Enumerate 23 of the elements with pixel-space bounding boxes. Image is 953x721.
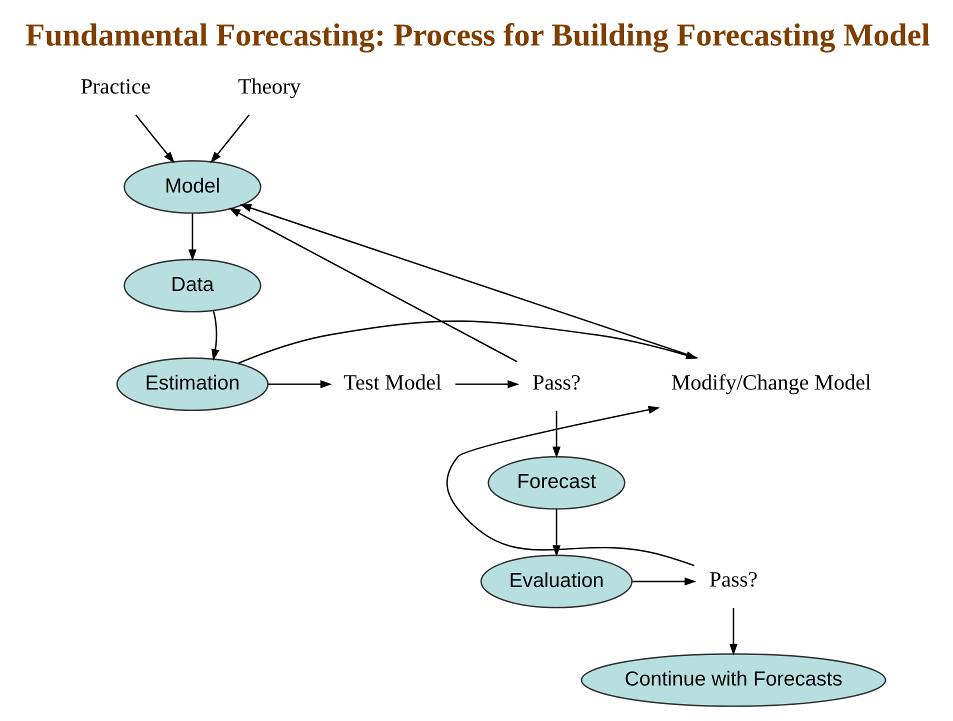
node-ellipse: Continue with Forecasts [580, 652, 886, 706]
arrow [632, 576, 696, 586]
node-ellipse: Data [124, 258, 262, 312]
arrow [455, 380, 520, 388]
arrow [552, 410, 561, 458]
node-text: Theory [238, 74, 301, 98]
node-ellipse: Evaluation [480, 554, 633, 608]
arrow [211, 310, 220, 360]
node-ellipse: Forecast [488, 456, 626, 510]
arrow [210, 114, 250, 163]
arrow [188, 213, 197, 261]
arrow [729, 608, 738, 656]
arrow [135, 114, 175, 163]
node-text: Pass? [709, 567, 758, 592]
node-ellipse: Estimation [116, 356, 269, 411]
arrow [228, 207, 518, 362]
arrow [446, 405, 694, 566]
node-text: Pass? [532, 370, 581, 394]
arrow [268, 380, 332, 388]
node-text: Practice [80, 74, 151, 98]
node-text: Modify/Change Model [671, 370, 872, 394]
diagram-title: Fundamental Forecasting: Process for Building Forecasting Model [25, 17, 930, 52]
node-text: Test Model [344, 370, 442, 394]
